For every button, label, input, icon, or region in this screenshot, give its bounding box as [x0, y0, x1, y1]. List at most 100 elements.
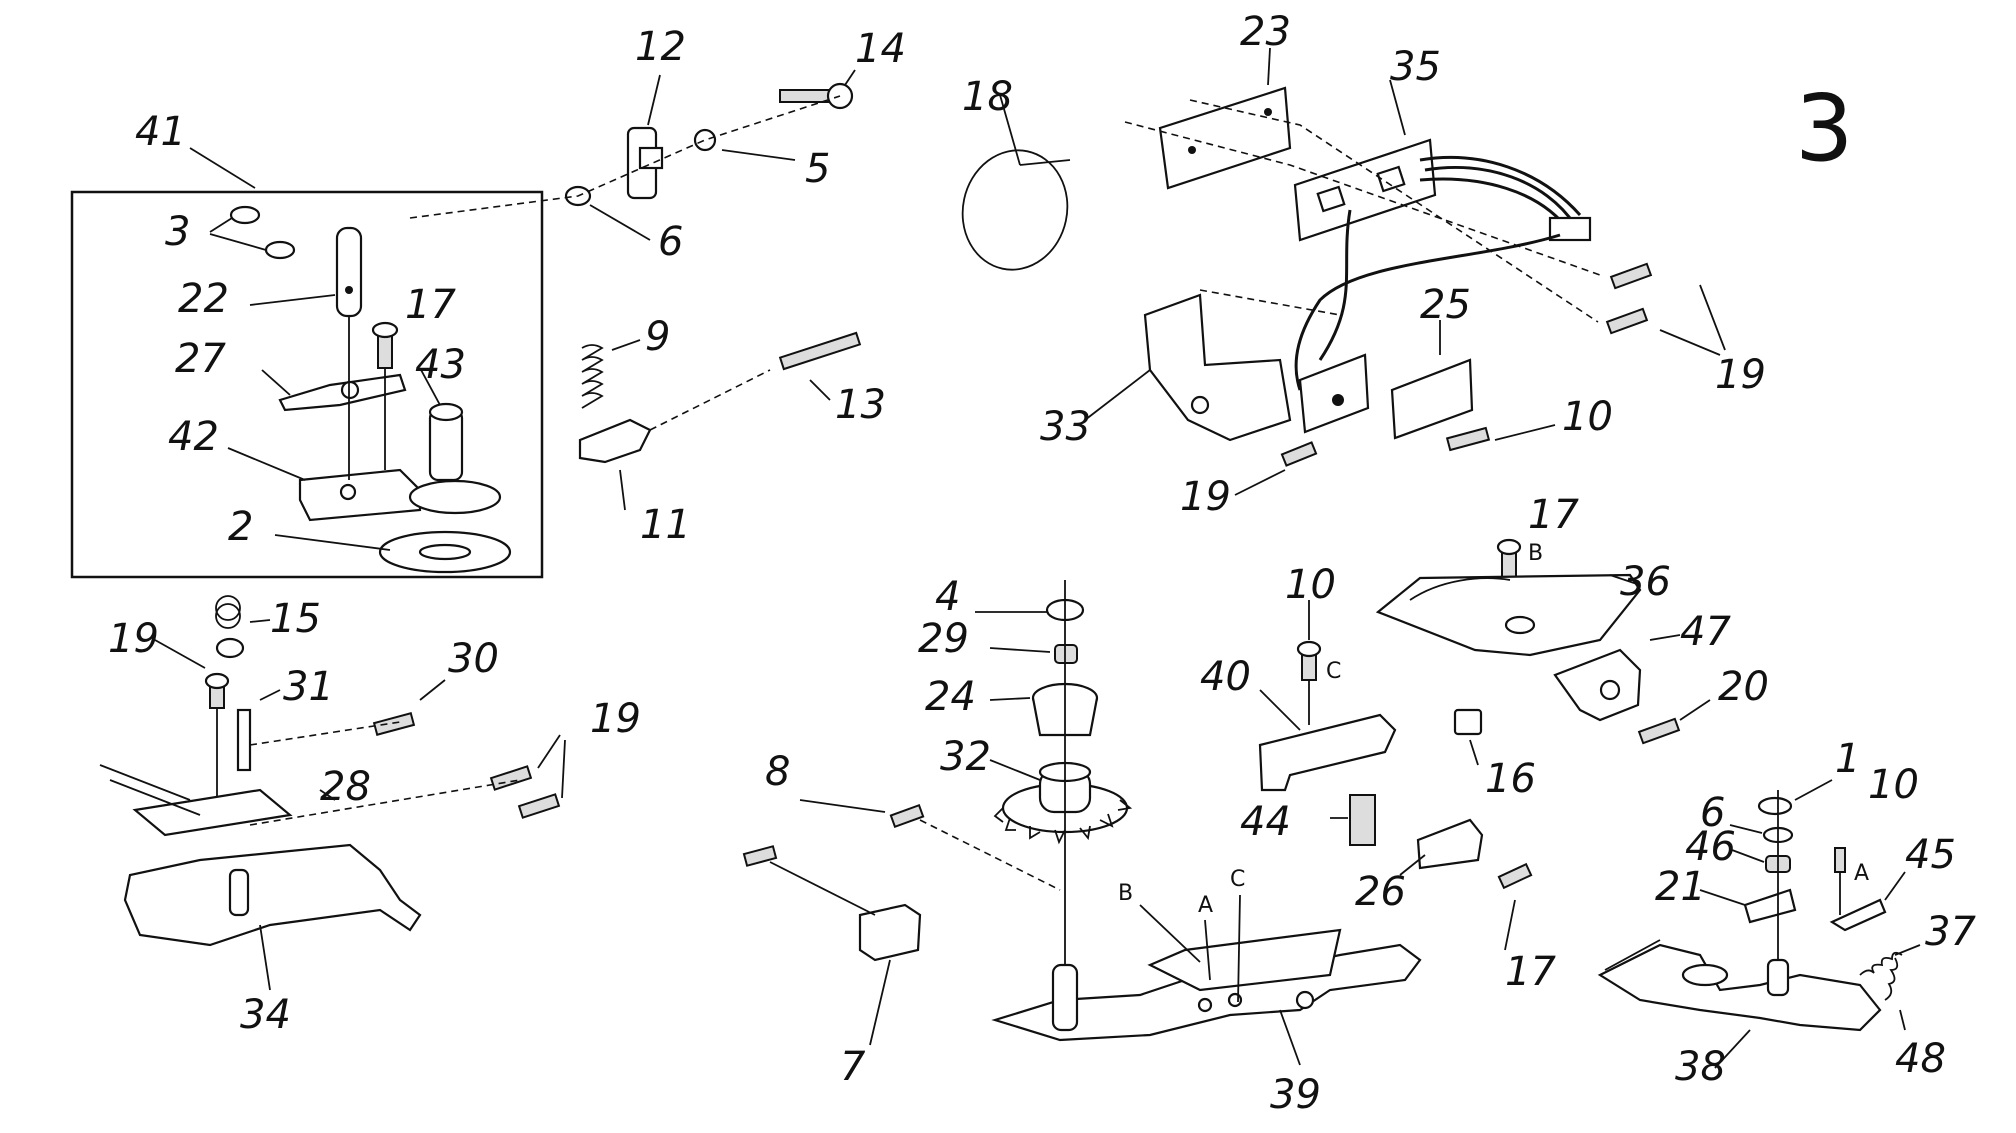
disc-2 — [274, 479, 512, 574]
plate-23 — [1158, 47, 1292, 190]
callout-2: 2 — [228, 504, 253, 550]
callout-40: 40 — [1200, 654, 1251, 700]
knob-43 — [419, 367, 464, 482]
callout-15: 15 — [270, 596, 321, 642]
clip-16 — [1453, 708, 1483, 766]
callout-29: 29 — [918, 616, 969, 662]
callout-26: 26 — [1355, 869, 1406, 915]
base-plate-34 — [99, 764, 422, 991]
screw-19-33 — [1234, 441, 1318, 496]
callout-36: 36 — [1620, 559, 1671, 605]
callout-28: 28 — [320, 764, 371, 810]
callout-30: 30 — [448, 636, 499, 682]
base-42 — [227, 447, 422, 522]
callout-5: 5 — [805, 146, 830, 192]
callout-4: 4 — [935, 574, 960, 620]
screw-10-45 — [1834, 847, 1846, 915]
marker-b1: B — [1118, 881, 1133, 906]
block-12 — [626, 74, 664, 200]
callout-17-26: 17 — [1505, 949, 1556, 995]
bracket-40 — [1258, 689, 1397, 792]
marker-c2: C — [1326, 659, 1341, 684]
block-7 — [858, 903, 922, 1046]
screws-19-right — [1605, 262, 1726, 356]
lens-18 — [961, 94, 1071, 271]
marker-a1: A — [1198, 893, 1213, 918]
spring-48 — [1884, 957, 1906, 1031]
screw-10-40 — [1296, 600, 1322, 725]
bracket-33 — [1084, 293, 1292, 442]
clip-1 — [1757, 779, 1833, 816]
callout-47: 47 — [1680, 609, 1731, 655]
callout-1: 1 — [1835, 736, 1860, 782]
screws-19-pair — [489, 734, 566, 819]
screw-19-left — [154, 639, 230, 800]
callout-10-40: 10 — [1285, 562, 1336, 608]
marker-c1: C — [1230, 867, 1245, 892]
nut-29 — [989, 644, 1078, 664]
callout-19-pair: 19 — [590, 696, 641, 742]
callout-27: 27 — [175, 336, 226, 382]
board-35 — [1293, 79, 1592, 391]
callout-41: 41 — [135, 109, 186, 155]
callout-3: 3 — [165, 209, 190, 255]
callout-21: 21 — [1655, 864, 1706, 910]
callout-45: 45 — [1905, 832, 1956, 878]
part-44 — [1330, 794, 1376, 846]
callout-38: 38 — [1675, 1044, 1726, 1090]
callout-9: 9 — [645, 314, 670, 360]
screw-14 — [779, 69, 856, 110]
cup-24 — [989, 682, 1099, 737]
callout-19-33: 19 — [1180, 474, 1231, 520]
screw-17-26 — [1497, 862, 1533, 951]
gear-32 — [989, 759, 1133, 845]
pin-31 — [236, 689, 281, 772]
bracket-25 — [1298, 320, 1474, 440]
nut-5 — [693, 128, 796, 161]
callout-16: 16 — [1485, 756, 1536, 802]
clips-3 — [209, 205, 296, 260]
bracket-26 — [1399, 818, 1484, 876]
callout-6-top: 6 — [658, 219, 683, 265]
callout-43: 43 — [415, 342, 466, 388]
callout-37: 37 — [1925, 909, 1976, 955]
callout-6-right: 6 — [1700, 790, 1725, 836]
screw-30 — [372, 679, 446, 736]
bracket-47 — [1553, 634, 1681, 722]
callout-23: 23 — [1240, 9, 1291, 55]
nut-4 — [975, 598, 1085, 622]
callout-42: 42 — [168, 414, 219, 460]
callout-14: 14 — [855, 26, 906, 72]
callout-24: 24 — [925, 674, 976, 720]
callout-11: 11 — [640, 502, 691, 548]
plate-39 — [991, 928, 1422, 1066]
callout-31: 31 — [283, 664, 334, 710]
callout-17-36: 17 — [1528, 492, 1579, 538]
marker-b2: B — [1528, 541, 1543, 566]
callout-34: 34 — [240, 992, 291, 1038]
part-21 — [1699, 888, 1797, 924]
lever-27 — [261, 369, 407, 412]
callout-12: 12 — [635, 24, 686, 70]
callout-35: 35 — [1390, 44, 1441, 90]
callout-10-45: 10 — [1868, 762, 1919, 808]
callout-7: 7 — [840, 1044, 866, 1090]
callout-10-25: 10 — [1562, 394, 1613, 440]
nut-46 — [1731, 849, 1791, 873]
screw-17-box — [371, 321, 399, 369]
callout-48: 48 — [1895, 1036, 1946, 1082]
callout-17-box: 17 — [405, 282, 456, 328]
screw-20 — [1637, 699, 1711, 745]
part-45 — [1829, 871, 1906, 932]
spring-9 — [581, 339, 641, 409]
callout-19-left: 19 — [108, 616, 159, 662]
callout-39: 39 — [1270, 1072, 1321, 1118]
washer-6-right — [1729, 824, 1794, 844]
callout-8: 8 — [765, 749, 790, 795]
callout-32: 32 — [940, 734, 991, 780]
plate-38 — [1597, 939, 1882, 1069]
callout-19-right: 19 — [1715, 352, 1766, 398]
callout-44: 44 — [1240, 799, 1291, 845]
